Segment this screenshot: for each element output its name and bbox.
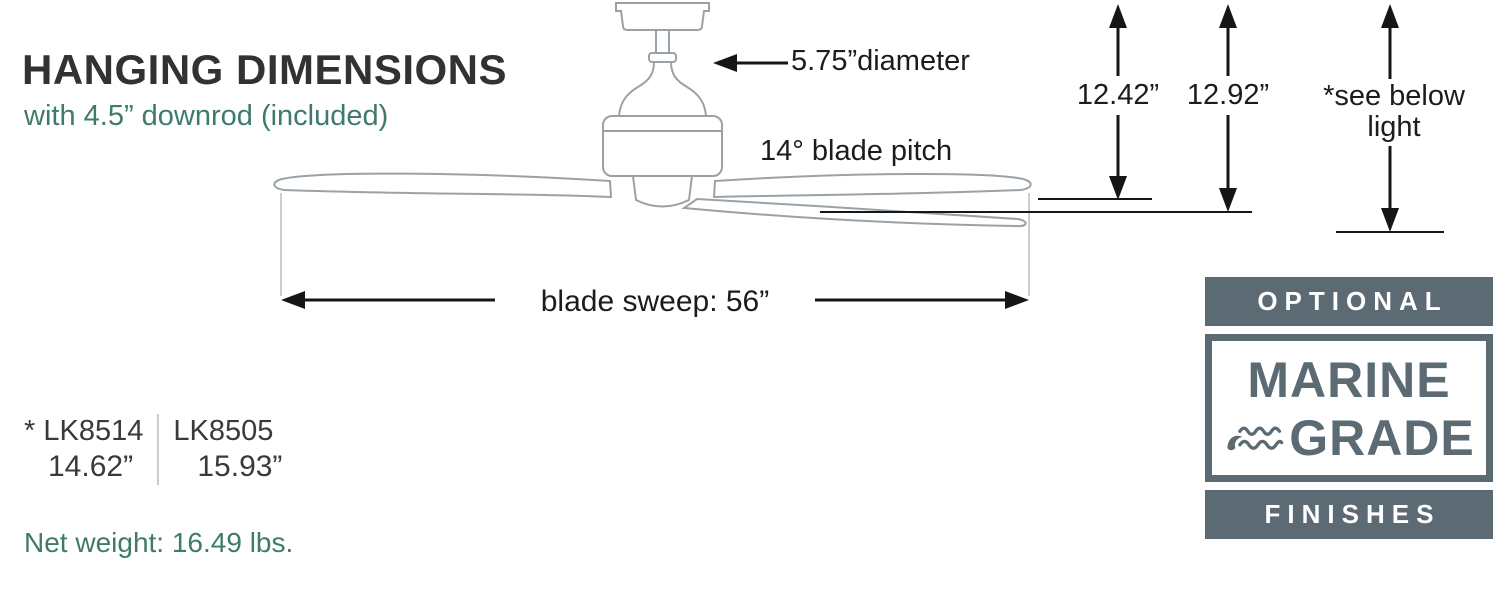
badge-optional-bar: OPTIONAL	[1205, 277, 1493, 326]
wave-icon	[1227, 426, 1284, 451]
footnote-marker: *	[24, 415, 36, 447]
badge-grade-row: GRADE	[1218, 413, 1480, 463]
light-kit-column-2: LK8505 15.93”	[157, 414, 282, 485]
light-kit-model-row: * LK8514	[24, 414, 143, 449]
see-below-note-line1: *see below	[1323, 80, 1465, 112]
badge-finishes-bar: FINISHES	[1205, 490, 1493, 539]
see-below-note-line2: light	[1367, 111, 1421, 144]
canopy-diameter-label: 5.75”diameter	[791, 45, 970, 77]
light-kit-height-1: 14.62”	[48, 449, 134, 483]
sweep-extension-lines	[280, 193, 1030, 296]
light-kit-model-1: LK8514	[43, 415, 144, 447]
badge-marine-text: MARINE	[1247, 352, 1451, 408]
net-weight-label: Net weight: 16.49 lbs.	[24, 527, 294, 558]
marine-grade-badge: OPTIONAL MARINE GRADE FINISHES	[1205, 277, 1493, 539]
page-subtitle: with 4.5” downrod (included)	[24, 100, 389, 132]
blade-pitch-label: 14° blade pitch	[760, 135, 953, 167]
dimension-arrows	[281, 4, 1399, 309]
light-kit-model-2: LK8505	[173, 415, 274, 447]
badge-main-box: MARINE GRADE	[1205, 334, 1493, 482]
page-title: HANGING DIMENSIONS	[22, 46, 508, 93]
reference-lines	[820, 198, 1444, 233]
light-kit-table: * LK8514 14.62” LK8505 15.93”	[24, 414, 282, 485]
blade-sweep-label: blade sweep: 56”	[495, 283, 815, 321]
hanging-height-label-2: 12.92”	[1158, 76, 1298, 115]
light-kit-column-1: * LK8514 14.62”	[24, 414, 157, 485]
see-below-light-note: *see below light	[1298, 79, 1490, 146]
light-kit-height-2: 15.93”	[197, 449, 283, 483]
badge-grade-text: GRADE	[1289, 410, 1475, 466]
